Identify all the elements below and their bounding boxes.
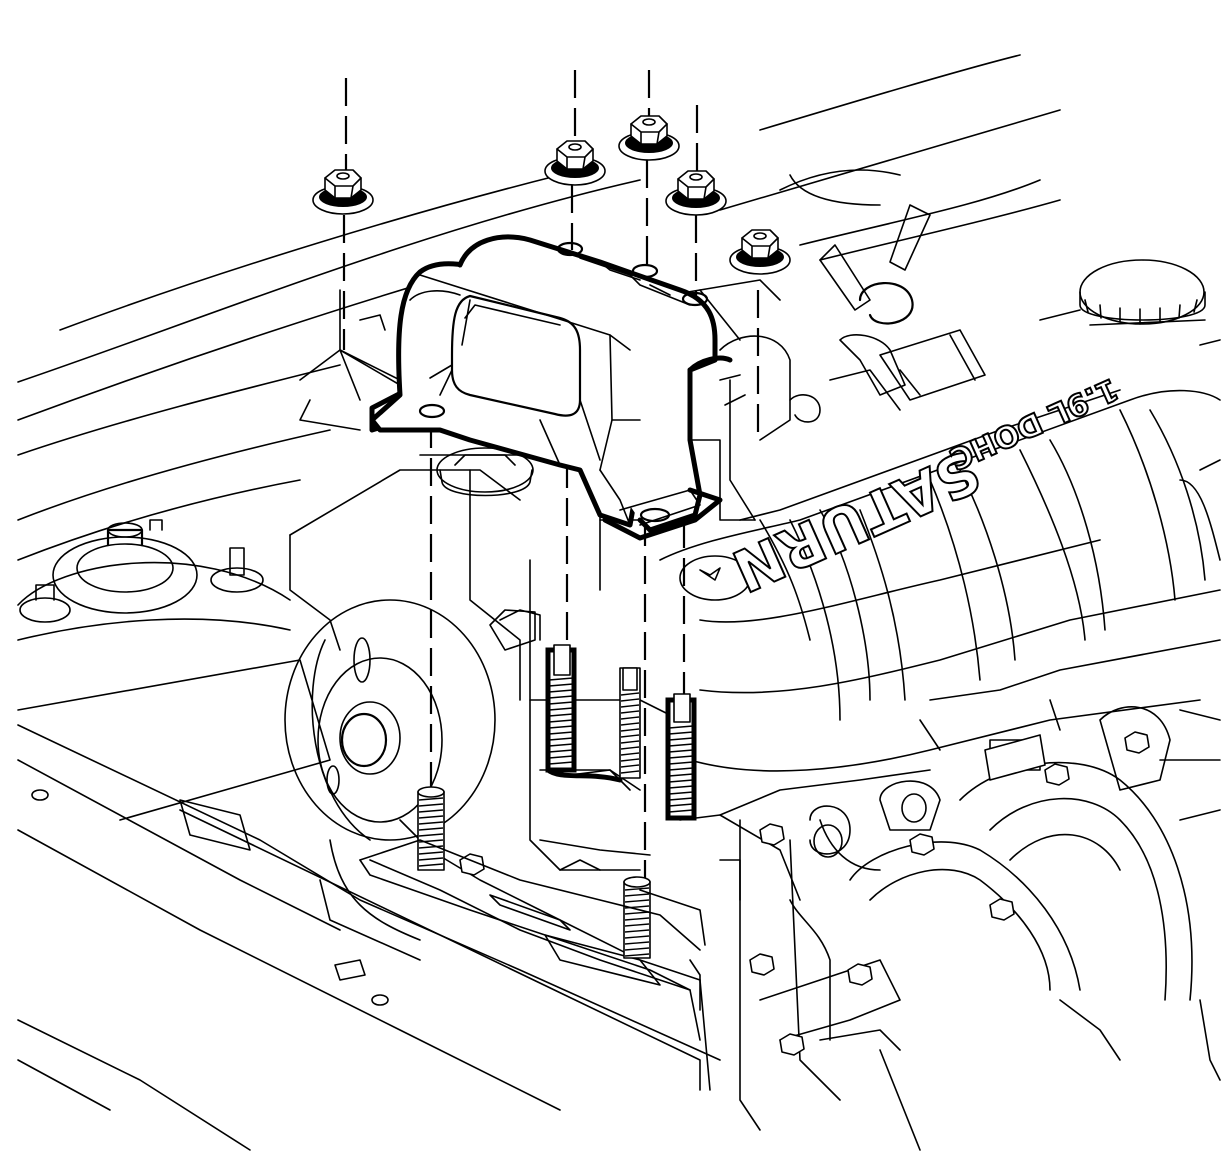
stud-thread-line [668, 743, 694, 747]
stud-thread-line [418, 803, 444, 807]
stud-thread-line [668, 809, 694, 813]
stud-thread-line [548, 695, 574, 699]
stud-thread-line [624, 911, 650, 915]
stud-5 [623, 876, 651, 959]
stud-thread-line [418, 845, 444, 849]
stud-thread-line [620, 746, 640, 750]
stud-thread-line [624, 893, 650, 897]
stud-thread-line [548, 701, 574, 705]
manifold-lettering: SATURN 1.9L DOHC [722, 370, 1124, 606]
stud-thread-line [418, 797, 444, 801]
stud-thread-line [620, 692, 640, 696]
stud-2 [545, 644, 577, 773]
stud-thread-line [418, 857, 444, 861]
nut-4 [665, 170, 727, 216]
stud-thread-line [620, 740, 640, 744]
engine-mount-bracket [339, 234, 756, 541]
mount-nuts [312, 115, 791, 275]
stud-thread-line [668, 731, 694, 735]
manifold-brand-text: SATURN [723, 436, 990, 605]
stud-thread-line [620, 728, 640, 732]
stud-thread-line [668, 737, 694, 741]
stud-thread-line [620, 704, 640, 708]
stud-thread-line [668, 773, 694, 777]
stud-1 [417, 786, 445, 871]
stud-thread-line [548, 719, 574, 723]
stud-thread-line [668, 779, 694, 783]
stud-thread-line [668, 755, 694, 759]
mount-studs [417, 644, 697, 959]
stud-4 [665, 693, 697, 821]
stud-thread-line [620, 770, 640, 774]
stud-thread-line [620, 722, 640, 726]
stud-thread-line [548, 683, 574, 687]
stud-thread-line [668, 761, 694, 765]
stud-thread-line [624, 887, 650, 891]
stud-3 [619, 667, 641, 779]
stud-thread-line [418, 809, 444, 813]
stud-thread-line [624, 929, 650, 933]
stud-thread-line [620, 698, 640, 702]
stud-thread-line [548, 749, 574, 753]
stud-thread-line [620, 758, 640, 762]
stud-thread-line [548, 677, 574, 681]
stud-thread-line [620, 716, 640, 720]
stud-thread-line [668, 803, 694, 807]
stud-thread-line [620, 764, 640, 768]
stud-thread-line [418, 833, 444, 837]
stud-thread-line [418, 827, 444, 831]
stud-thread-line [624, 899, 650, 903]
nut-1 [312, 169, 374, 215]
stud-thread-line [624, 935, 650, 939]
nut-5 [729, 229, 791, 275]
manifold-engine-text: 1.9L DOHC [944, 371, 1123, 476]
lower-mount-bracket [359, 839, 706, 1011]
stud-thread-line [418, 851, 444, 855]
stud-thread-line [418, 863, 444, 867]
engine-bay-background [17, 54, 1221, 1151]
stud-thread-line [548, 755, 574, 759]
stud-thread-line [548, 707, 574, 711]
stud-thread-line [418, 815, 444, 819]
stud-thread-line [668, 785, 694, 789]
stud-thread-line [624, 953, 650, 957]
stud-thread-line [548, 713, 574, 717]
nut-2 [544, 140, 606, 186]
stud-thread-line [620, 752, 640, 756]
stud-thread-line [668, 791, 694, 795]
stud-thread-line [624, 941, 650, 945]
stud-thread-line [624, 917, 650, 921]
stud-thread-line [548, 737, 574, 741]
stud-thread-line [548, 689, 574, 693]
stud-thread-line [624, 947, 650, 951]
stud-thread-line [620, 710, 640, 714]
stud-thread-line [668, 725, 694, 729]
background-bolts [459, 731, 1150, 1056]
stud-thread-line [548, 743, 574, 747]
stud-thread-line [668, 749, 694, 753]
stud-thread-line [668, 797, 694, 801]
stud-thread-line [620, 734, 640, 738]
stud-thread-line [548, 761, 574, 765]
stud-thread-line [624, 923, 650, 927]
stud-thread-line [548, 725, 574, 729]
stud-thread-line [668, 767, 694, 771]
stud-thread-line [418, 821, 444, 825]
stud-thread-line [548, 731, 574, 735]
nut-3 [618, 115, 680, 161]
